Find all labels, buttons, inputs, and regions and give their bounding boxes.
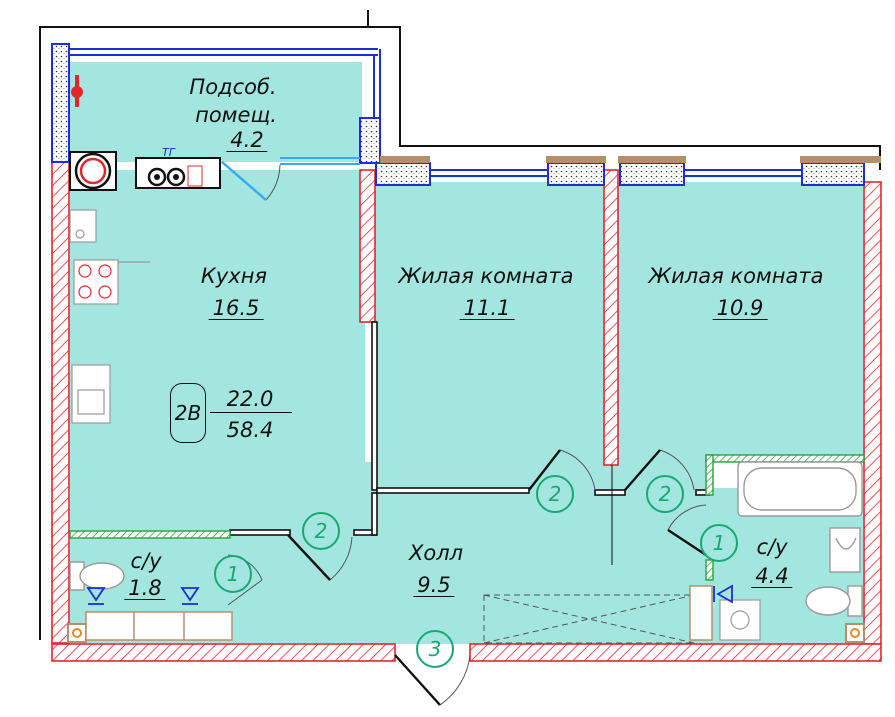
door-marker-bathroom: 1	[700, 524, 738, 562]
bath-sink-icon	[829, 527, 861, 573]
room-name-utility-line2: помещ.	[195, 103, 277, 127]
valve-triangle-icons	[86, 584, 733, 605]
door-marker-living-2: 2	[646, 475, 684, 513]
gas-boiler-label: ТГ	[162, 146, 175, 159]
room-name-living-1: Жилая комната	[398, 264, 574, 288]
bathtub-icon	[737, 461, 863, 517]
total-area: 58.4	[226, 418, 274, 442]
fridge-icon	[69, 209, 97, 243]
counter-tiles-icon	[85, 585, 713, 641]
kitchen-sink-icon	[71, 364, 111, 424]
toilet-small-icon	[69, 561, 125, 591]
door-marker-entrance: 3	[416, 630, 454, 668]
stove-icon	[73, 259, 150, 305]
utility-boiler-icon	[69, 151, 221, 191]
door-marker-kitchen: 2	[302, 512, 340, 550]
interior-partitions	[229, 321, 711, 565]
top-wall-caps	[380, 156, 881, 163]
room-area-living-1: 11.1	[459, 298, 515, 320]
floor-fill	[70, 62, 863, 644]
building-outline	[39, 10, 881, 640]
toilet-large-icon	[805, 585, 863, 617]
living-area-total: 22.0	[226, 387, 274, 411]
room-area-utility: 4.2	[226, 130, 268, 152]
room-area-hall: 9.5	[413, 575, 455, 597]
room-name-living-2: Жилая комната	[648, 264, 824, 288]
apartment-code: 2В	[174, 401, 202, 425]
summary-divider	[210, 412, 292, 413]
utility-walls	[51, 43, 381, 164]
door-marker-living-1: 2	[536, 475, 574, 513]
door-leaves	[221, 161, 707, 706]
washer-icon	[719, 599, 761, 641]
room-area-bathroom: 4.4	[751, 566, 793, 588]
room-name-kitchen: Кухня	[200, 264, 268, 288]
room-name-utility-line1: Подсоб.	[189, 75, 277, 99]
room-area-living-2: 10.9	[712, 298, 768, 320]
windows-top	[280, 157, 865, 186]
riser-pipe-icon	[71, 75, 83, 107]
exterior-walls	[51, 161, 882, 662]
room-name-bathroom: с/у	[756, 535, 788, 559]
room-area-wc-small: 1.8	[124, 578, 166, 600]
apartment-summary: 2В 22.0 58.4	[170, 383, 295, 443]
door-marker-wc: 1	[214, 555, 252, 593]
room-name-wc-small: с/у	[130, 549, 162, 573]
room-area-kitchen: 16.5	[208, 298, 264, 320]
room-name-hall: Холл	[408, 541, 464, 565]
summary-code-frame	[170, 383, 206, 443]
